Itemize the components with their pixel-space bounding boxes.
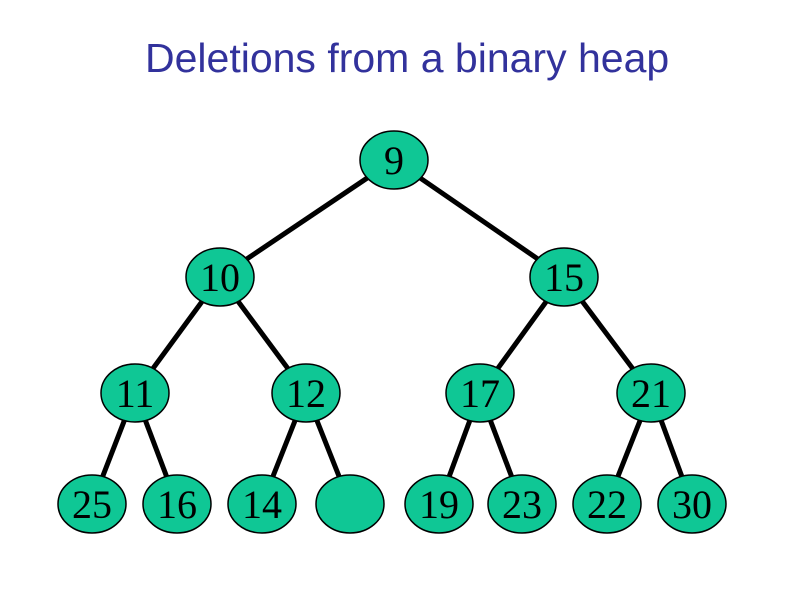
tree-node-ellipse-empty [315, 474, 385, 534]
tree-edge-9-10 [218, 157, 396, 280]
tree-node-value-16: 16 [157, 482, 197, 527]
tree-node-value-11: 11 [116, 371, 155, 416]
tree-node-ellipse-17 [445, 363, 515, 423]
tree-node-value-19: 19 [419, 482, 459, 527]
tree-node-17: 17 [445, 363, 515, 423]
tree-node-ellipse-9 [359, 130, 429, 190]
tree-node-ellipse-10 [185, 247, 255, 307]
tree-node-value-15: 15 [544, 255, 584, 300]
tree-node-21: 21 [616, 363, 686, 423]
tree-node-ellipse-22 [572, 474, 642, 534]
tree-node-value-25: 25 [72, 482, 112, 527]
tree-node-10: 10 [185, 247, 255, 307]
tree-node-ellipse-23 [487, 474, 557, 534]
tree-node-30: 30 [657, 474, 727, 534]
tree-node-ellipse-16 [142, 474, 212, 534]
tree-node-value-9: 9 [384, 138, 404, 183]
tree-node-15: 15 [529, 247, 599, 307]
tree-node-ellipse-14 [227, 474, 297, 534]
tree-node-value-21: 21 [631, 371, 671, 416]
tree-node-25: 25 [57, 474, 127, 534]
tree-node-empty [315, 474, 385, 534]
tree-node-value-22: 22 [587, 482, 627, 527]
tree-node-ellipse-19 [404, 474, 474, 534]
slide-title: Deletions from a binary heap [145, 35, 670, 81]
tree-node-9: 9 [359, 130, 429, 190]
tree-node-ellipse-12 [271, 363, 341, 423]
tree-node-ellipse-15 [529, 247, 599, 307]
tree-node-value-10: 10 [200, 255, 240, 300]
tree-node-value-17: 17 [460, 371, 500, 416]
tree-node-value-12: 12 [286, 371, 326, 416]
tree-node-value-30: 30 [672, 482, 712, 527]
tree-node-ellipse-25 [57, 474, 127, 534]
tree-node-11: 11 [100, 363, 170, 423]
tree-node-value-14: 14 [242, 482, 282, 527]
tree-node-ellipse-11 [100, 363, 170, 423]
tree-node-12: 12 [271, 363, 341, 423]
tree-node-22: 22 [572, 474, 642, 534]
tree-node-ellipse-30 [657, 474, 727, 534]
tree-node-16: 16 [142, 474, 212, 534]
tree-edge-9-15 [392, 157, 566, 280]
tree-node-19: 19 [404, 474, 474, 534]
tree-node-ellipse-21 [616, 363, 686, 423]
tree-node-14: 14 [227, 474, 297, 534]
tree-node-23: 23 [487, 474, 557, 534]
tree-node-value-23: 23 [502, 482, 542, 527]
